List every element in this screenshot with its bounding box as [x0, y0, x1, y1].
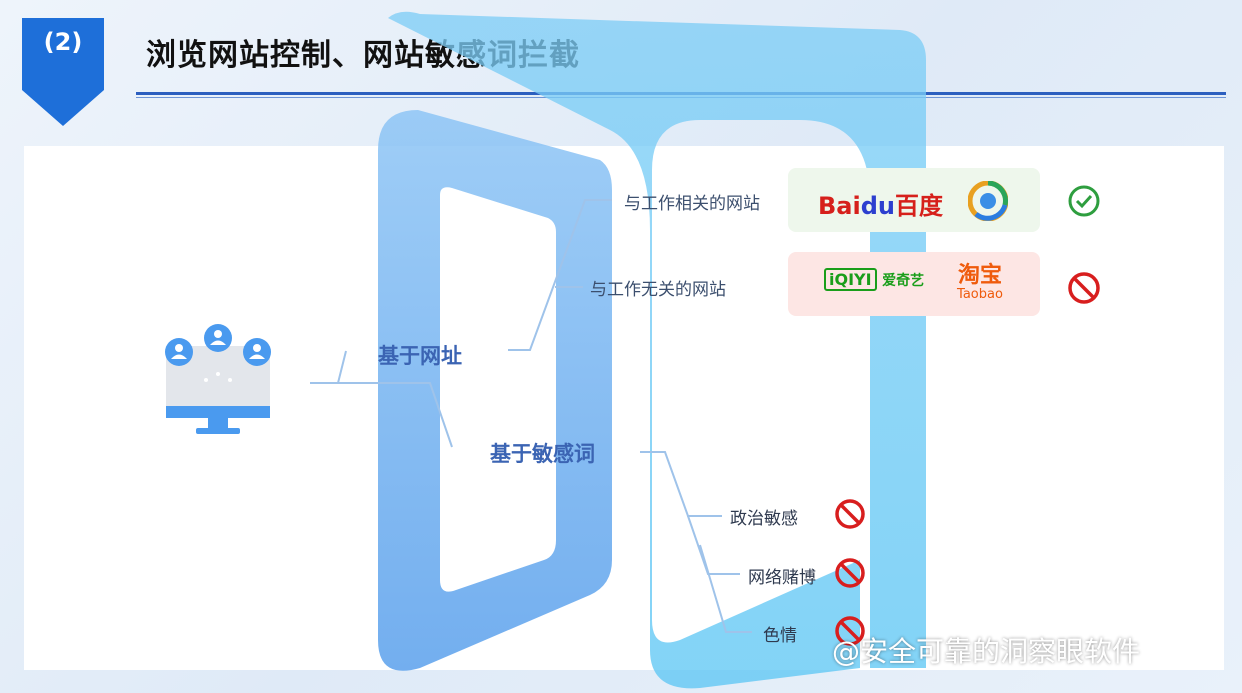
forbidden-icon [835, 616, 865, 646]
iqiyi-logo: iQIYI 爱奇艺 [824, 268, 924, 291]
blocked-sites-box [788, 252, 1040, 316]
keyword-gambling: 网络赌博 [748, 568, 816, 588]
forbidden-icon [1068, 272, 1100, 304]
title-divider-thin [136, 97, 1226, 98]
chat-app-logo-icon [968, 181, 1008, 221]
allowed-sites-box [788, 168, 1040, 232]
section-number: (2) [43, 28, 83, 56]
computer-users-icon [165, 324, 271, 434]
taobao-logo: 淘宝 Taobao [957, 263, 1003, 302]
check-circle-icon [1068, 185, 1100, 217]
forbidden-icon [835, 499, 865, 529]
watermark-text: @安全可靠的洞察眼软件 [832, 635, 1141, 668]
keyword-political: 政治敏感 [730, 509, 798, 529]
title-divider [136, 92, 1226, 95]
forbidden-icon [835, 558, 865, 588]
non-work-sites-label: 与工作无关的网站 [590, 280, 726, 300]
baidu-logo: Baidu百度 [818, 192, 943, 220]
keyword-pornography: 色情 [763, 626, 797, 646]
section-badge [22, 18, 104, 126]
page-title: 浏览网站控制、网站敏感词拦截 [146, 38, 580, 73]
branch-keyword-based: 基于敏感词 [490, 442, 595, 466]
work-related-sites-label: 与工作相关的网站 [624, 194, 760, 214]
branch-url-based: 基于网址 [378, 344, 462, 368]
